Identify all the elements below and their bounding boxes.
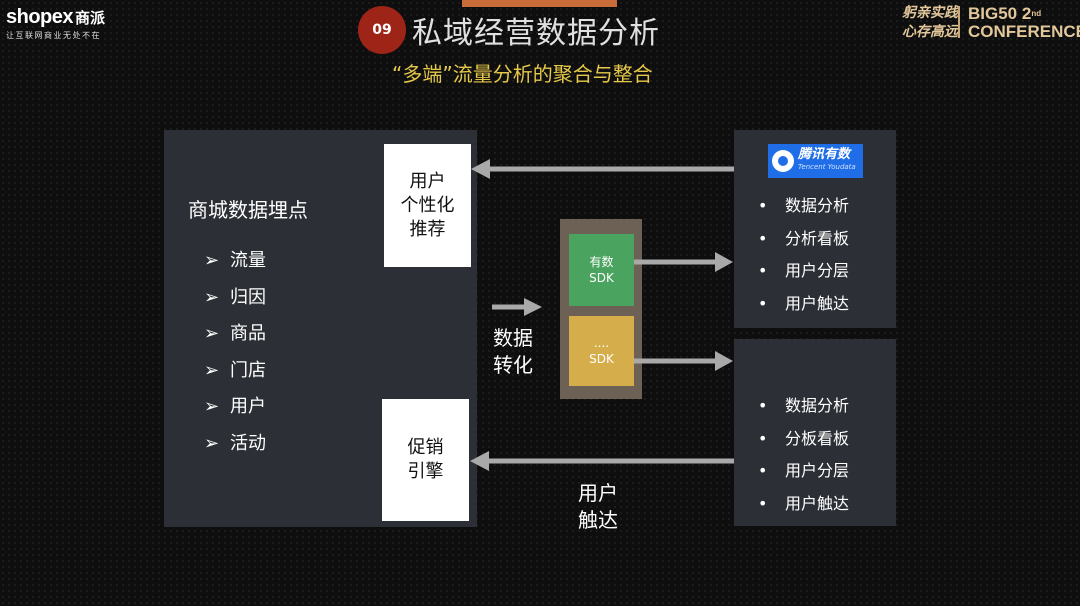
other-platform-panel bbox=[734, 339, 896, 526]
conference-slogan: 躬亲实践 心存高远 bbox=[902, 4, 958, 42]
personalized-recommend-label: 用户 个性化 推荐 bbox=[400, 170, 455, 240]
youshu-sdk-block: 有数 SDK bbox=[569, 234, 634, 306]
logo-tagline: 让互联网商业无处不在 bbox=[6, 31, 101, 40]
promotion-engine-label: 促销 引擎 bbox=[407, 437, 444, 482]
top-accent-bar bbox=[462, 0, 617, 7]
tencent-youshu-logo-icon bbox=[772, 150, 794, 172]
arrow-other-to-panel bbox=[634, 351, 733, 371]
personalized-recommend-box: 用户 个性化 推荐 bbox=[384, 144, 471, 267]
arrow-bullet-icon: ➢ bbox=[204, 432, 220, 454]
list-item: ➢ 商品 bbox=[204, 319, 266, 356]
tencent-badge-cn: 腾讯有数 bbox=[798, 147, 851, 162]
list-item-label: 门店 bbox=[230, 359, 266, 381]
list-item: ➢ 归因 bbox=[204, 283, 266, 320]
conference-name: BIG50 2nd CONFERENCE bbox=[968, 5, 1080, 41]
arrow-to-recommend bbox=[471, 159, 734, 179]
arrow-youshu-to-panel bbox=[634, 252, 733, 272]
arrow-bullet-icon: ➢ bbox=[204, 286, 220, 308]
logo-cn: 商派 bbox=[75, 9, 106, 27]
list-item-label: 商品 bbox=[230, 323, 266, 344]
list-item-label: 用户触达 bbox=[785, 493, 850, 513]
logo-text: shopex bbox=[6, 6, 74, 28]
page-title: 私域经营数据分析 bbox=[412, 16, 660, 51]
list-item-label: 用户 bbox=[230, 396, 266, 417]
list-item-label: 活动 bbox=[230, 432, 266, 454]
list-item: • 数据分析 bbox=[734, 392, 849, 425]
bullet-dot-icon: • bbox=[758, 428, 768, 448]
other-sdk-block: .... SDK bbox=[569, 316, 634, 386]
list-item-label: 用户触达 bbox=[785, 293, 850, 313]
conference-name-line2: CONFERENCE bbox=[968, 22, 1080, 41]
list-item: • 用户分层 bbox=[734, 257, 849, 290]
other-feature-list: • 数据分析 • 分板看板 • 用户分层 • 用户触达 bbox=[734, 392, 849, 522]
user-reach-label: 用户 触达 bbox=[578, 481, 618, 532]
bullet-dot-icon: • bbox=[758, 228, 768, 248]
arrow-bullet-icon: ➢ bbox=[204, 359, 220, 381]
list-item: ➢ 流量 bbox=[204, 246, 266, 283]
section-number-badge: 09 bbox=[358, 6, 406, 54]
list-item-label: 用户分层 bbox=[785, 461, 850, 480]
data-transform-label: 数据 转化 bbox=[493, 326, 533, 377]
page-subtitle: “多端”流量分析的聚合与整合 bbox=[392, 62, 653, 86]
bullet-dot-icon: • bbox=[758, 461, 768, 480]
list-item: ➢ 活动 bbox=[204, 429, 266, 466]
bullet-dot-icon: • bbox=[758, 396, 768, 415]
list-item-label: 流量 bbox=[230, 250, 266, 271]
list-item-label: 数据分析 bbox=[785, 396, 850, 415]
list-item-label: 数据分析 bbox=[785, 196, 850, 215]
list-item: ➢ 门店 bbox=[204, 356, 266, 393]
conference-slogan-line2: 心存高远 bbox=[902, 24, 958, 40]
tencent-youshu-badge: 腾讯有数 Tencent Youdata bbox=[768, 144, 863, 178]
mall-tracking-title: 商城数据埋点 bbox=[188, 198, 308, 222]
bullet-dot-icon: • bbox=[758, 293, 768, 313]
list-item: ➢ 用户 bbox=[204, 392, 266, 429]
bullet-dot-icon: • bbox=[758, 196, 768, 215]
conference-name-line1: BIG50 2 bbox=[968, 4, 1032, 23]
list-item: • 用户触达 bbox=[734, 490, 849, 523]
arrow-bullet-icon: ➢ bbox=[204, 323, 220, 344]
list-item-label: 分板看板 bbox=[785, 428, 850, 448]
list-item: • 用户触达 bbox=[734, 290, 849, 323]
list-item-label: 归因 bbox=[230, 286, 266, 308]
list-item-label: 分析看板 bbox=[785, 228, 850, 248]
conference-divider bbox=[958, 6, 960, 38]
bullet-dot-icon: • bbox=[758, 261, 768, 280]
list-item-label: 用户分层 bbox=[785, 261, 850, 280]
arrow-data-transform bbox=[492, 298, 542, 316]
list-item: • 分析看板 bbox=[734, 225, 849, 258]
tracking-list: ➢ 流量 ➢ 归因 ➢ 商品 ➢ 门店 ➢ 用户 ➢ 活动 bbox=[204, 246, 266, 465]
bullet-dot-icon: • bbox=[758, 493, 768, 513]
promotion-engine-box: 促销 引擎 bbox=[382, 399, 469, 521]
tencent-badge-en: Tencent Youdata bbox=[798, 163, 856, 171]
conference-slogan-line1: 躬亲实践 bbox=[902, 5, 958, 21]
arrow-to-promotion bbox=[470, 451, 734, 471]
tencent-feature-list: • 数据分析 • 分析看板 • 用户分层 • 用户触达 bbox=[734, 192, 849, 322]
list-item: • 用户分层 bbox=[734, 457, 849, 490]
other-sdk-label: .... SDK bbox=[589, 336, 614, 366]
list-item: • 分板看板 bbox=[734, 425, 849, 458]
list-item: • 数据分析 bbox=[734, 192, 849, 225]
conference-name-sup: nd bbox=[1031, 9, 1042, 18]
arrow-bullet-icon: ➢ bbox=[204, 396, 220, 417]
youshu-sdk-label: 有数 SDK bbox=[589, 255, 614, 285]
arrow-bullet-icon: ➢ bbox=[204, 250, 220, 271]
